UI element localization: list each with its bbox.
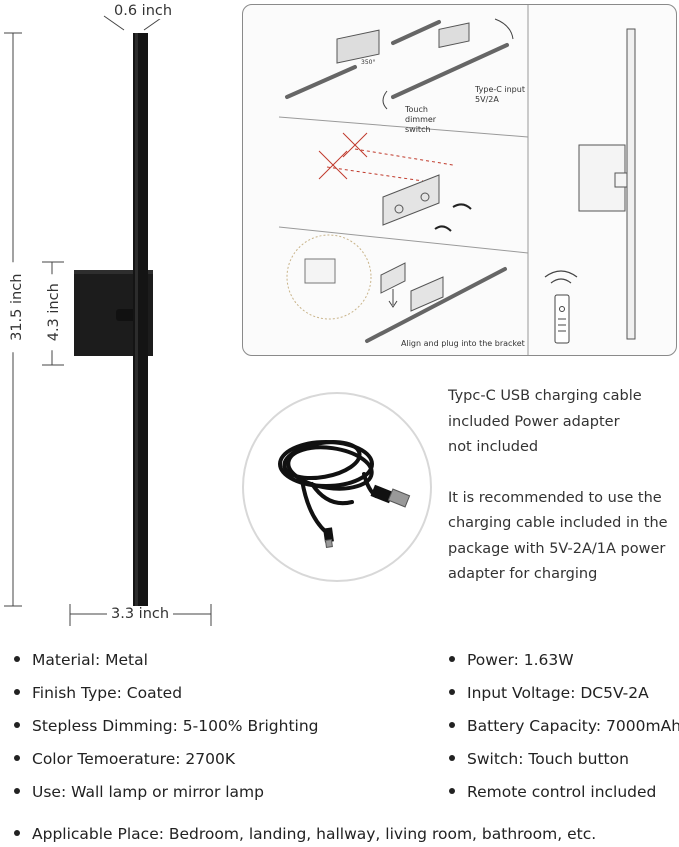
spec-item: Stepless Dimming: 5-100% Brighting (14, 717, 319, 752)
spec-item: Input Voltage: DC5V-2A (449, 684, 679, 719)
bullet-icon (14, 787, 20, 794)
cable-note-line: charging cable included in the (448, 515, 668, 531)
bullet-icon (449, 787, 455, 794)
width-bottom-label: 3.3 inch (107, 607, 174, 622)
spec-item: Remote control included (449, 783, 679, 818)
bullet-icon (14, 655, 20, 662)
lamp-drawing (4, 15, 212, 626)
spec-text: Material: Metal (32, 651, 148, 669)
cable-note-line: included Power adapter (448, 413, 620, 430)
spec-item: Material: Metal (14, 651, 319, 686)
bullet-icon (14, 688, 20, 695)
cable-note-line: not included (448, 439, 539, 455)
touch-switch-label: Touch dimmer switch (405, 105, 437, 134)
spec-text: Input Voltage: DC5V-2A (467, 684, 649, 702)
width-top-label: 0.6 inch (114, 3, 173, 19)
spec-text: Battery Capacity: 7000mAh (467, 717, 679, 735)
spec-item: Finish Type: Coated (14, 684, 319, 719)
spec-applicable-place: Applicable Place: Bedroom, landing, hall… (14, 825, 597, 843)
usb-cable-photo (242, 392, 432, 582)
spec-text: Remote control included (467, 783, 657, 801)
cable-note-line: package with 5V-2A/1A power (448, 540, 666, 557)
bullet-icon (449, 721, 455, 728)
cable-note-line: adapter for charging (448, 566, 598, 582)
bullet-icon (14, 754, 20, 761)
installation-drawing (278, 5, 636, 355)
spec-text: Stepless Dimming: 5-100% Brighting (32, 717, 319, 735)
bullet-icon (449, 655, 455, 662)
bullet-icon (449, 754, 455, 761)
specs-right-list: Power: 1.63W Input Voltage: DC5V-2A Batt… (449, 651, 679, 818)
spec-text: Power: 1.63W (467, 651, 574, 669)
height-mount-label: 4.3 inch (46, 274, 62, 351)
typec-input-label: Type-C input 5V/2A (475, 85, 525, 104)
cable-note: Typc-C USB charging cable included Power… (448, 384, 678, 588)
lamp-dimension-figure: 0.6 inch 31.5 inch 4.3 inch 3.3 inch (0, 0, 240, 640)
angle-label: 350° (361, 59, 376, 66)
spec-text: Color Temoerature: 2700K (32, 750, 235, 768)
specs-left-list: Material: Metal Finish Type: Coated Step… (14, 651, 319, 818)
spec-text: Use: Wall lamp or mirror lamp (32, 783, 264, 801)
bullet-icon (14, 829, 20, 836)
height-total-label: 31.5 inch (9, 262, 25, 353)
bullet-icon (449, 688, 455, 695)
spec-text: Switch: Touch button (467, 750, 629, 768)
spec-text: Applicable Place: Bedroom, landing, hall… (32, 825, 597, 843)
spec-text: Finish Type: Coated (32, 684, 183, 702)
usb-cable-drawing (278, 440, 411, 548)
bracket-caption: Align and plug into the bracket (401, 339, 525, 348)
bullet-icon (14, 721, 20, 728)
spec-item: Battery Capacity: 7000mAh (449, 717, 679, 752)
spec-item: Color Temoerature: 2700K (14, 750, 319, 785)
spec-item: Use: Wall lamp or mirror lamp (14, 783, 319, 818)
cable-note-line: Typc-C USB charging cable (448, 388, 642, 404)
spec-item: Power: 1.63W (449, 651, 679, 686)
installation-diagram: Touch dimmer switch Type-C input 5V/2A 3… (242, 4, 677, 356)
spec-item: Switch: Touch button (449, 750, 679, 785)
cable-note-line: It is recommended to use the (448, 489, 662, 506)
